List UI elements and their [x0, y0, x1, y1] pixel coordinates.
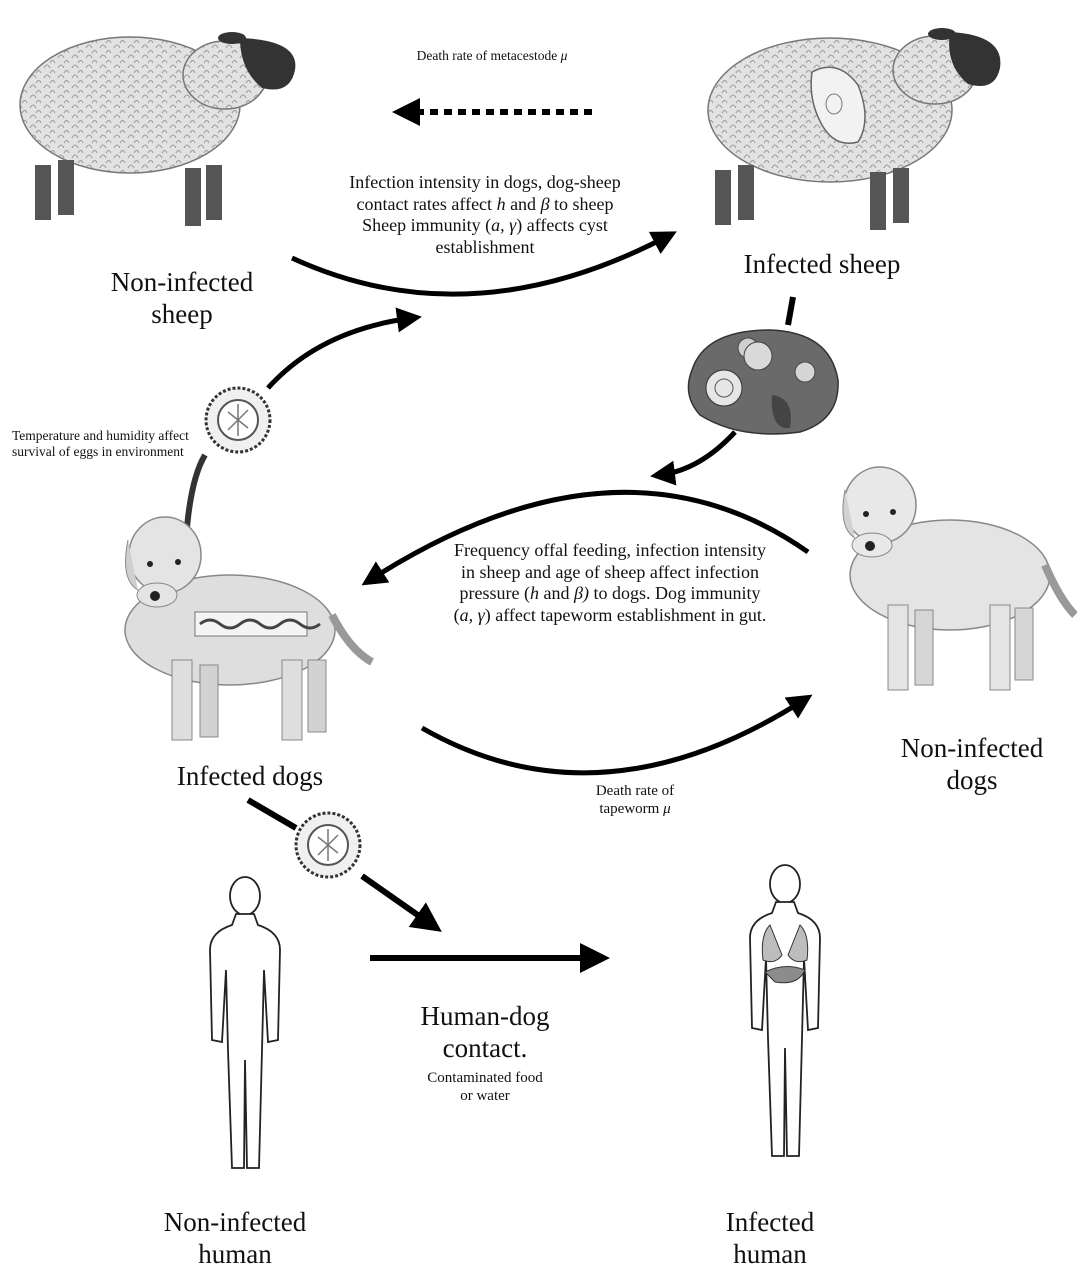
egg-icon-upper	[206, 388, 270, 452]
egg-icon-lower	[296, 813, 360, 877]
egg-to-human-arrow	[362, 876, 432, 925]
infected-dog-illustration	[125, 517, 372, 740]
liver-to-arc-arrow	[660, 432, 735, 475]
label-noninfected-dogs: Non-infected dogs	[882, 732, 1062, 797]
cystic-liver-illustration	[688, 330, 838, 434]
noninfected-sheep-illustration	[20, 32, 295, 226]
infected-human-illustration	[750, 865, 820, 1156]
noninfected-human-illustration	[210, 877, 280, 1168]
label-noninfected-sheep: Non-infected sheep	[92, 266, 272, 331]
annotation-environment: Temperature and humidity affect survival…	[12, 428, 212, 460]
dog-egg-link-down	[248, 800, 296, 828]
label-noninfected-human: Non-infected human	[150, 1206, 320, 1271]
label-infected-dogs: Infected dogs	[160, 760, 340, 792]
sheep-to-liver-link	[788, 297, 793, 325]
annotation-tapeworm-death: Death rate of tapeworm μ	[560, 782, 710, 818]
label-infected-sheep: Infected sheep	[722, 248, 922, 280]
annotation-sheep-infection: Infection intensity in dogs, dog-sheep c…	[300, 172, 670, 258]
tapeworm-death-arrow	[422, 700, 804, 773]
noninfected-dog-illustration	[843, 467, 1075, 690]
annotation-metacestode-death: Death rate of metacestode μ	[372, 48, 612, 64]
metacestode-death-arrowhead	[392, 98, 420, 126]
annotation-dog-infection: Frequency offal feeding, infection inten…	[410, 540, 810, 626]
label-infected-human: Infected human	[700, 1206, 840, 1271]
annotation-human-contact: Human-dog contact. Contaminated food or …	[390, 1000, 580, 1105]
egg-to-sheep-arrow	[268, 318, 412, 388]
infected-sheep-illustration	[708, 28, 1000, 230]
